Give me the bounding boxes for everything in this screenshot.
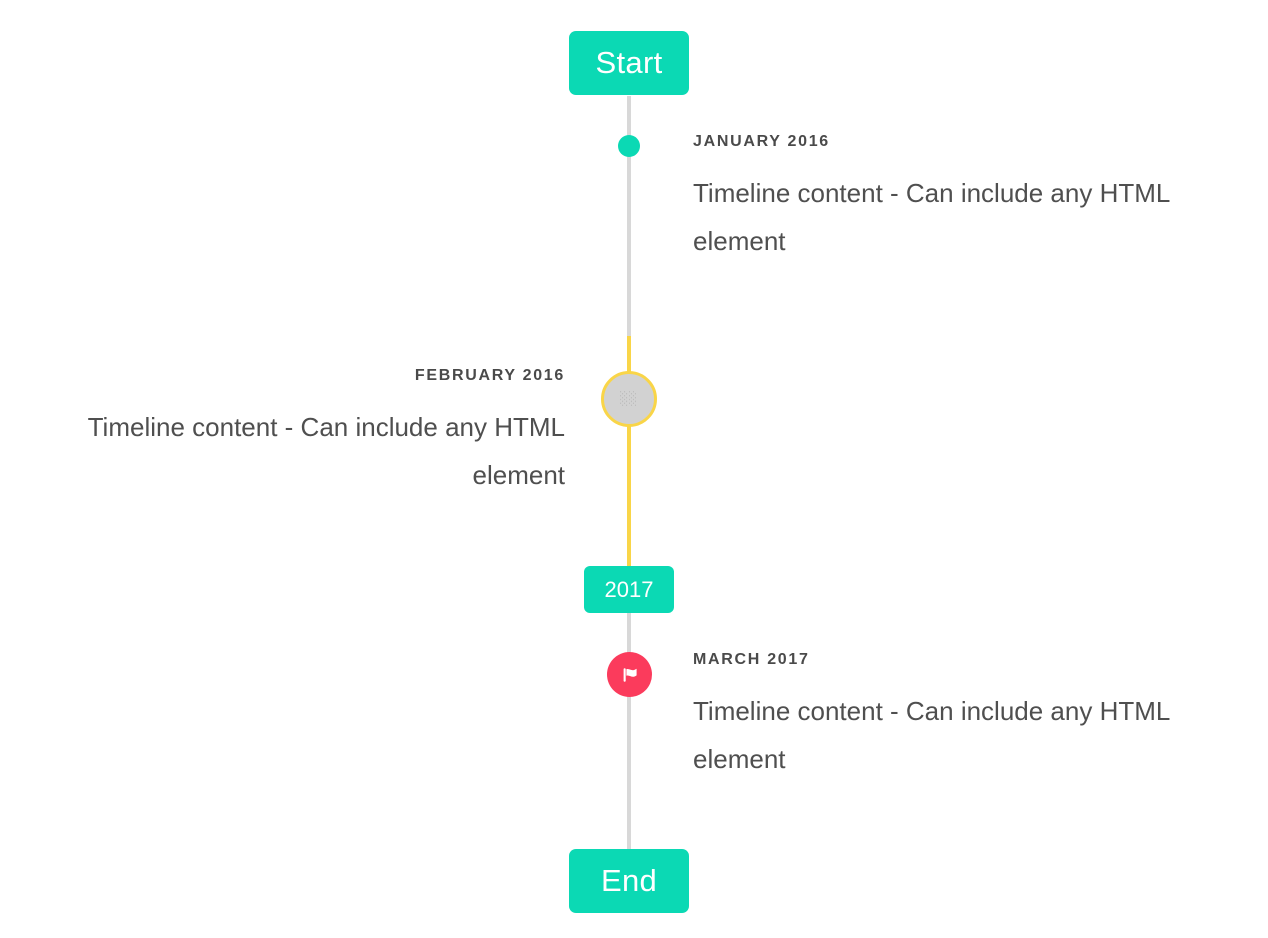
timeline-entry-date: MARCH 2017 xyxy=(693,651,810,668)
timeline-entry-date: JANUARY 2016 xyxy=(693,133,830,150)
ring-icon-glyph: ░░ xyxy=(620,391,638,407)
timeline-axis-segment-highlighted xyxy=(627,336,631,566)
timeline-entry-march: MARCH 2017 Timeline content - Can includ… xyxy=(693,651,1223,783)
ring-icon[interactable]: ░░ xyxy=(601,371,657,427)
timeline-axis-segment-bottom xyxy=(627,613,631,855)
timeline-axis-segment-top xyxy=(627,96,631,336)
dot-icon[interactable] xyxy=(618,135,640,157)
timeline-end-badge[interactable]: End xyxy=(569,849,689,913)
timeline-entry-body: Timeline content - Can include any HTML … xyxy=(693,696,1170,775)
timeline-divider-badge-2017[interactable]: 2017 xyxy=(584,566,674,613)
timeline-start-badge[interactable]: Start xyxy=(569,31,689,95)
flag-icon[interactable] xyxy=(607,652,652,697)
timeline-entry-body: Timeline content - Can include any HTML … xyxy=(693,178,1170,257)
timeline-entry-january: JANUARY 2016 Timeline content - Can incl… xyxy=(693,133,1223,265)
timeline-entry-body: Timeline content - Can include any HTML … xyxy=(87,412,565,491)
timeline-entry-february: FEBRUARY 2016 Timeline content - Can inc… xyxy=(41,367,565,499)
timeline-entry-date: FEBRUARY 2016 xyxy=(414,367,565,384)
